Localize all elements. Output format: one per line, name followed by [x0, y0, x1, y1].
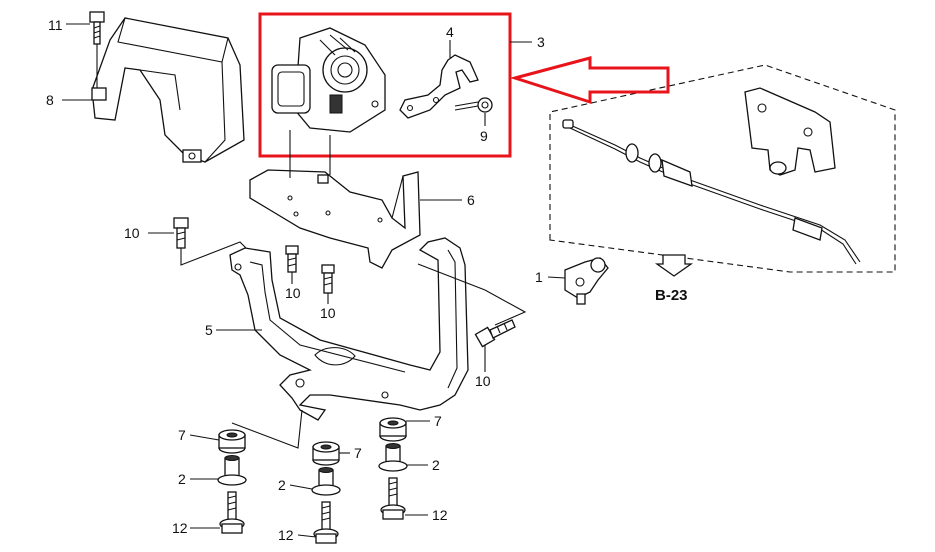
- callout-7-center: 7: [354, 445, 362, 461]
- cover-part-8: [91, 17, 245, 163]
- collar-part-2-center: [311, 467, 341, 496]
- callout-4: 4: [446, 24, 454, 40]
- callout-7-left: 7: [178, 427, 186, 443]
- callout-6: 6: [467, 192, 475, 208]
- callout-labels: 11 8 3 4 9 6 10 10 10 10 5 1 7 7 7 2 2 2…: [46, 17, 688, 543]
- cable-detail-box: [549, 64, 896, 273]
- reference-arrow-icon: [654, 254, 694, 277]
- callout-11: 11: [48, 17, 63, 33]
- collar-part-2-left: [217, 455, 247, 486]
- callout-12-right: 12: [432, 507, 448, 523]
- bracket-part-4: [399, 54, 479, 119]
- callout-12-left: 12: [172, 520, 188, 536]
- collar-part-2-right: [378, 443, 408, 472]
- callout-5: 5: [205, 322, 213, 338]
- bolt-part-10-center-b: [321, 264, 335, 294]
- leader-lines: [62, 23, 566, 538]
- callout-8: 8: [46, 92, 54, 108]
- callout-2-center: 2: [278, 477, 286, 493]
- callout-7-right: 7: [434, 413, 442, 429]
- highlight-pointer-arrow-icon: [509, 56, 670, 105]
- bolt-part-10-right: [474, 319, 516, 348]
- clip-part-1: [564, 257, 609, 305]
- frame-part-5: [229, 237, 469, 421]
- bolt-part-10-left: [173, 217, 189, 249]
- bolt-part-12-right: [380, 477, 406, 520]
- callout-2-right: 2: [432, 457, 440, 473]
- bolt-part-12-left: [219, 491, 245, 534]
- callout-10-left: 10: [124, 225, 140, 241]
- callout-2-left: 2: [178, 471, 186, 487]
- plate-part-6: [249, 169, 421, 269]
- bolt-part-10-center-a: [285, 245, 299, 273]
- bolt-part-9: [454, 97, 493, 113]
- callout-10-center-a: 10: [285, 285, 301, 301]
- callout-3: 3: [537, 34, 545, 50]
- bolt-part-11: [89, 11, 105, 45]
- callout-12-center: 12: [278, 527, 294, 543]
- grommet-part-7-right: [379, 417, 407, 442]
- callout-1: 1: [535, 269, 543, 285]
- grommet-part-7-center: [312, 441, 340, 466]
- cable-assembly: [562, 119, 861, 265]
- actuator-part-3: [271, 27, 386, 133]
- callout-10-center-b: 10: [320, 305, 336, 321]
- bolt-part-12-center: [313, 501, 339, 544]
- highlight-box: [258, 12, 512, 158]
- reference-label: B-23: [655, 287, 688, 304]
- grommet-part-7-left: [218, 429, 246, 454]
- callout-10-right: 10: [475, 373, 491, 389]
- cable-bracket: [744, 87, 836, 176]
- callout-9: 9: [480, 128, 488, 144]
